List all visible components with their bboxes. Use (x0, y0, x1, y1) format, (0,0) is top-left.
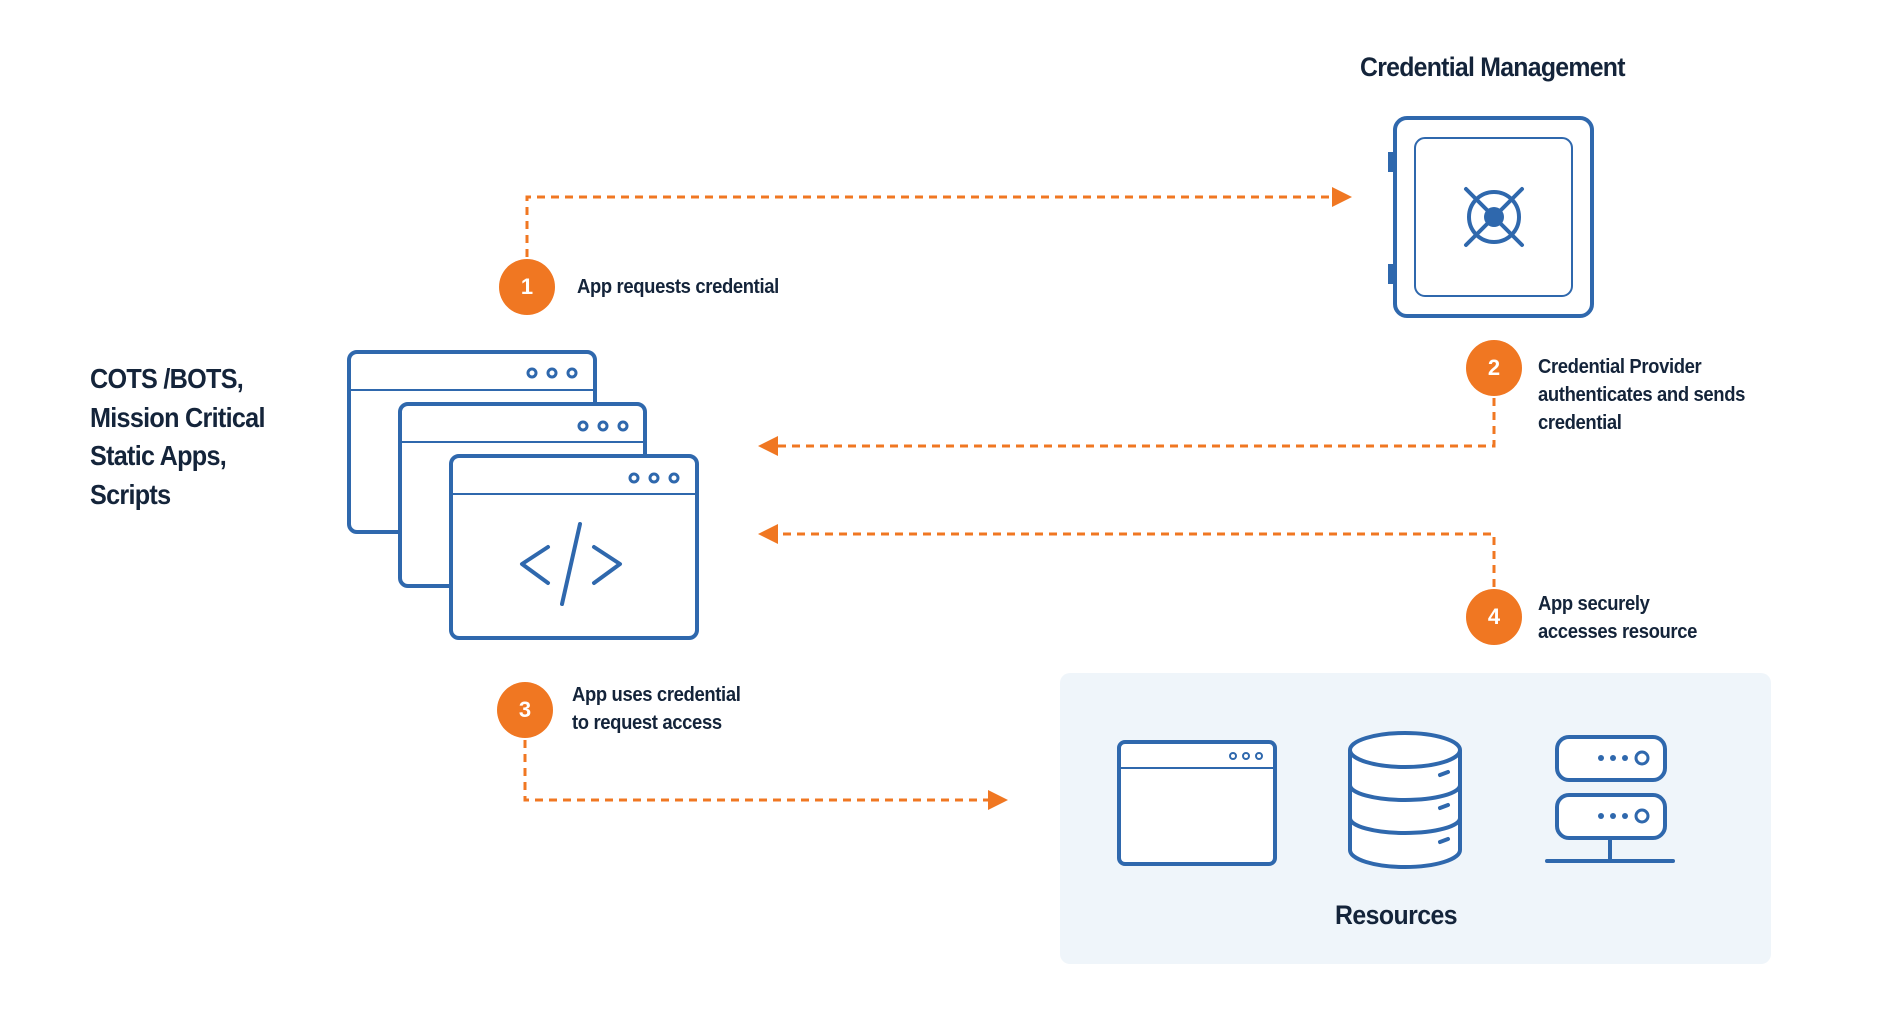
connector-step-2 (778, 398, 1496, 448)
step-4-description: App securely accesses resource (1538, 590, 1697, 646)
apps-label-line: Static Apps, (90, 440, 227, 471)
server-icon (1545, 735, 1675, 863)
step-3-line: to request access (572, 711, 722, 734)
step-1-badge: 1 (499, 259, 555, 315)
arrowhead-to-resources (988, 790, 1008, 810)
step-3-line: App uses credential (572, 683, 741, 706)
step-4-badge: 4 (1466, 589, 1522, 645)
app-window-front (449, 454, 699, 640)
database-icon (1348, 731, 1462, 869)
step-3-badge: 3 (497, 682, 553, 738)
step-2-line: credential (1538, 411, 1622, 434)
app-window-icon (1117, 740, 1277, 866)
step-3-description: App uses credential to request access (572, 681, 741, 737)
step-2-line: authenticates and sends (1538, 383, 1746, 406)
apps-label-line: Scripts (90, 478, 171, 510)
stacked-app-windows-code-icon (347, 350, 699, 640)
code-brackets-icon (520, 522, 622, 606)
credential-management-title: Credential Management (1360, 52, 1625, 82)
apps-label: COTS /BOTS, Mission Critical Static Apps… (90, 360, 265, 514)
step-1-description: App requests credential (577, 273, 779, 301)
arrowhead-step-2-to-app (758, 436, 778, 456)
connector-step-1 (525, 195, 1332, 257)
arrowhead-step-4-to-app (758, 524, 778, 544)
arrowhead-to-credential-management (1332, 187, 1352, 207)
step-4-line: accesses resource (1538, 620, 1698, 643)
apps-label-line: COTS /BOTS, (90, 363, 244, 394)
apps-label-line: Mission Critical (90, 401, 265, 433)
connector-step-3 (523, 740, 988, 802)
resources-label: Resources (1335, 900, 1458, 930)
safe-icon (1388, 116, 1594, 318)
step-1-line: App requests credential (577, 275, 779, 298)
step-2-line: Credential Provider (1538, 355, 1702, 378)
step-4-line: App securely (1538, 592, 1650, 615)
step-2-badge: 2 (1466, 340, 1522, 396)
connector-step-4 (778, 532, 1496, 587)
step-2-description: Credential Provider authenticates and se… (1538, 353, 1745, 437)
